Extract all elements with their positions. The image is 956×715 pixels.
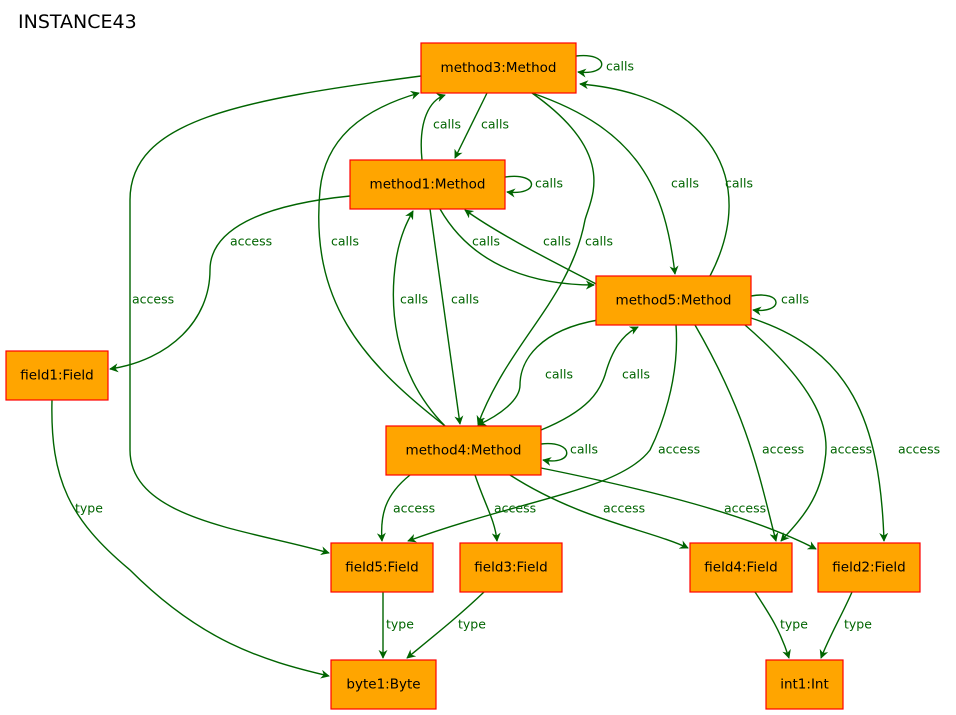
edge-label-method1-method4: calls (451, 292, 479, 307)
node-field4: field4:Field (689, 542, 793, 593)
edge-method5-method5 (750, 294, 777, 316)
edge-label-field5-byte1: type (386, 617, 414, 632)
edge-method4-field3 (474, 474, 501, 542)
edge-label-method5-method5: calls (781, 292, 809, 307)
edge-method1-method4 (429, 208, 464, 425)
edge-label-field1-byte1: type (75, 501, 103, 516)
edge-method1-method1 (504, 175, 533, 198)
edge-method4-method3 (318, 90, 446, 427)
edge-label-method3-method3: calls (606, 59, 634, 74)
edge-label-method4-field4: access (603, 501, 645, 516)
edge-label-method3-method4: calls (585, 234, 613, 249)
edge-method1-method5 (439, 208, 595, 290)
edge-method4-field4 (509, 474, 689, 549)
edge-method5-field4 (694, 324, 779, 542)
edge-method5-method4 (477, 319, 599, 426)
edge-label-method3-field5: access (132, 292, 174, 307)
edge-method5-method1 (464, 209, 599, 286)
node-box-field4 (689, 542, 793, 593)
edge-method4-field2 (540, 467, 817, 550)
edge-label-method5-method1: calls (543, 234, 571, 249)
edge-label-method4-field5: access (393, 501, 435, 516)
node-box-method4 (385, 425, 542, 476)
edge-field2-int1 (819, 591, 853, 659)
edge-method3-method4 (476, 92, 595, 425)
node-box-method1 (349, 159, 506, 210)
edge-method3-method3 (575, 54, 603, 78)
node-field3: field3:Field (459, 542, 563, 593)
node-label-byte1: byte1:Byte (346, 677, 420, 693)
diagram-title: INSTANCE43 (18, 11, 137, 33)
edge-label-field4-int1: type (780, 617, 808, 632)
node-byte1: byte1:Byte (330, 659, 437, 710)
edge-label-field2-int1: type (844, 617, 872, 632)
node-box-method3 (420, 42, 577, 94)
node-label-method1: method1:Method (370, 177, 486, 193)
node-box-byte1 (330, 659, 437, 710)
node-label-method5: method5:Method (616, 293, 732, 309)
edge-label-method4-method5: calls (622, 367, 650, 382)
edge-label-method5-method3: calls (725, 176, 753, 191)
node-field1: field1:Field (5, 350, 109, 401)
node-method1: method1:Method (349, 159, 506, 210)
edge-field4-int1 (754, 591, 791, 659)
edge-method4-method5 (540, 326, 639, 431)
edge-method5-field2 (744, 324, 827, 542)
node-box-field3 (459, 542, 563, 593)
node-label-field2: field2:Field (832, 560, 905, 576)
node-method5: method5:Method (595, 275, 752, 326)
edge-method3-method5 (531, 92, 679, 275)
edge-label-method1-method1: calls (535, 176, 563, 191)
edge-label-method5-field4: access (762, 442, 804, 457)
node-box-field5 (330, 542, 434, 593)
edge-label-method5-field3: access (898, 442, 940, 457)
edge-method1-method3 (420, 93, 446, 161)
edge-label-method4-method3: calls (331, 234, 359, 249)
edge-label-method1-field1: access (230, 234, 272, 249)
node-field5: field5:Field (330, 542, 434, 593)
node-int1: int1:Int (765, 659, 844, 710)
node-label-field3: field3:Field (474, 560, 547, 576)
edge-label-method1-method3: calls (433, 117, 461, 132)
edge-field3-byte1 (406, 591, 485, 659)
edge-method5-method3 (579, 80, 730, 277)
edge-label-method5-field2: access (830, 442, 872, 457)
node-box-field1 (5, 350, 109, 401)
edge-label-method5-method4: calls (545, 367, 573, 382)
edge-method5-field5 (407, 324, 678, 543)
node-label-method3: method3:Method (441, 60, 557, 76)
node-method3: method3:Method (420, 42, 577, 94)
edge-label-method3-method5: calls (671, 176, 699, 191)
node-label-int1: int1:Int (780, 677, 829, 693)
edge-method3-method1 (454, 92, 488, 159)
edge-field1-byte1 (51, 399, 330, 679)
edge-label-method4-method1: calls (400, 292, 428, 307)
edge-method4-method1 (392, 210, 446, 427)
edge-label-method5-field5: access (658, 442, 700, 457)
edge-label-method1-method5: calls (472, 234, 500, 249)
edge-label-method3-method1: calls (481, 117, 509, 132)
edge-method1-field1 (109, 195, 351, 373)
node-field2: field2:Field (817, 542, 921, 593)
node-label-field1: field1:Field (20, 368, 93, 384)
node-method4: method4:Method (385, 425, 542, 476)
edge-method4-method4 (540, 442, 568, 466)
node-label-method4: method4:Method (406, 443, 522, 459)
node-box-method5 (595, 275, 752, 326)
node-label-field4: field4:Field (704, 560, 777, 576)
node-label-field5: field5:Field (345, 560, 418, 576)
node-box-int1 (765, 659, 844, 710)
edge-method3-field5 (129, 75, 422, 556)
edge-label-method4-field2: access (724, 501, 766, 516)
edge-method4-field5 (376, 474, 411, 542)
node-box-field2 (817, 542, 921, 593)
edge-method5-field3 (750, 317, 889, 542)
edge-label-field3-byte1: type (458, 617, 486, 632)
edge-label-method4-field3: access (494, 501, 536, 516)
edge-label-method4-method4: calls (570, 442, 598, 457)
